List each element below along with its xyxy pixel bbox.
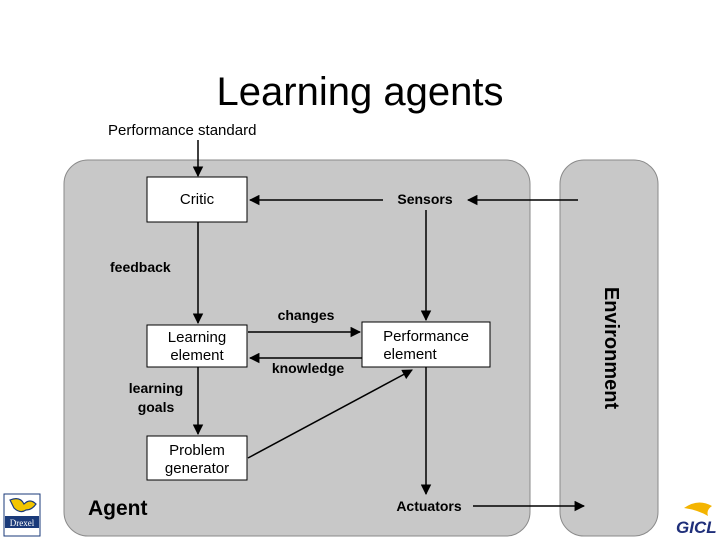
problem-generator-label-line2: generator <box>165 460 229 477</box>
arrow-problem-to-performance <box>247 369 413 459</box>
learning-goals-label-line2: goals <box>138 399 175 415</box>
drexel-logo: Drexel <box>3 493 41 537</box>
performance-element-label-line1: Performance <box>383 328 469 345</box>
sensors-label: Sensors <box>397 191 452 207</box>
problem-generator-label-line1: Problem <box>169 442 225 459</box>
learning-element-box <box>146 324 248 368</box>
performance-standard-label: Performance standard <box>108 122 256 139</box>
slide-title: Learning agents <box>216 70 504 114</box>
learning-element-label-line2: element <box>170 347 224 364</box>
learning-element-label-line1: Learning <box>168 329 226 346</box>
performance-element-label-line2: element <box>383 346 437 363</box>
critic-label: Critic <box>180 191 215 208</box>
problem-generator-box <box>146 435 248 481</box>
knowledge-label: knowledge <box>272 360 345 376</box>
gicl-logo: GICL <box>676 502 717 537</box>
gicl-logo-text: GICL <box>676 518 717 537</box>
drexel-logo-text: Drexel <box>10 518 35 528</box>
actuators-label: Actuators <box>396 498 462 514</box>
changes-label: changes <box>278 307 335 323</box>
environment-panel <box>559 159 659 537</box>
feedback-label: feedback <box>110 259 171 275</box>
learning-goals-label-line1: learning <box>129 380 183 396</box>
critic-box <box>146 176 248 223</box>
environment-label: Environment <box>600 287 622 410</box>
agent-label: Agent <box>88 497 148 520</box>
